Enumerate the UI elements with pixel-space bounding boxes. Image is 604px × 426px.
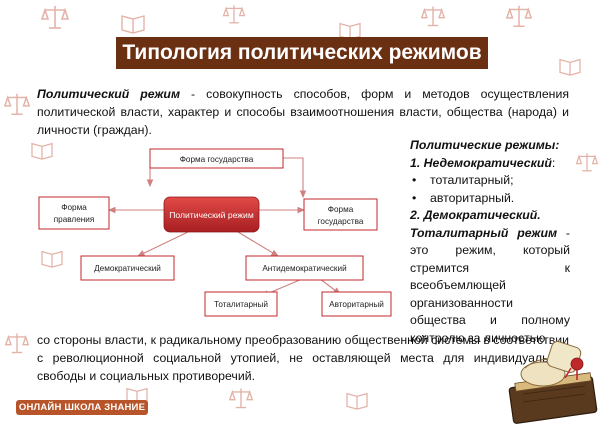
label-form-of-government-1: Форма — [61, 203, 87, 212]
list-item: тоталитарный; — [410, 172, 570, 190]
box-political-regime — [163, 196, 260, 233]
totalitarian-term: Тоталитарный режим — [410, 225, 558, 240]
box-form-of-state-top — [149, 148, 284, 169]
label-totalitarian: Тоталитарный — [214, 300, 268, 309]
regimes-item1-heading: 1. Недемократический — [410, 155, 552, 170]
footer-badge: ОНЛАЙН ШКОЛА ЗНАНИЕ — [16, 400, 148, 415]
label-democratic: Демократический — [94, 264, 161, 273]
regimes-item1: 1. Недемократический: — [410, 155, 570, 173]
regimes-item1-colon: : — [551, 155, 556, 170]
regimes-item2-heading: 2. Демократический. — [410, 208, 541, 222]
regimes-column: Политические режимы: 1. Недемократически… — [410, 137, 570, 347]
regimes-heading: Политические режимы: — [410, 138, 560, 152]
totalitarian-definition: Тоталитарный режим - это режим, который … — [410, 225, 570, 348]
label-authoritarian: Авторитарный — [329, 300, 384, 309]
list-item: авторитарный. — [410, 190, 570, 208]
label-form-of-state-right-2: государства — [318, 217, 364, 226]
regimes-item1-list: тоталитарный; авторитарный. — [410, 172, 570, 207]
definition-text: - совокупность способов, форм и методов … — [37, 87, 570, 137]
totalitarian-continuation: со стороны власти, к радикальному преобр… — [37, 333, 569, 383]
box-democratic — [80, 255, 175, 281]
label-antidemocratic: Антидемократический — [262, 264, 346, 273]
page-title: Типология политических режимов — [116, 37, 488, 69]
definition-term: Политический режим — [37, 87, 181, 101]
label-form-of-government-2: правления — [54, 215, 95, 224]
definition-paragraph: Политический режим - совокупность способ… — [37, 85, 569, 139]
box-totalitarian — [204, 291, 278, 317]
box-form-of-government — [38, 196, 110, 230]
label-political-regime: Политический режим — [169, 210, 254, 220]
totalitarian-text: - это режим, который стремится к всеобъе… — [410, 225, 570, 345]
label-form-of-state-top: Форма государства — [180, 155, 254, 164]
box-antidemocratic — [245, 255, 364, 281]
box-authoritarian — [321, 291, 392, 317]
box-form-of-state-right — [303, 198, 378, 231]
label-form-of-state-right-1: Форма — [328, 205, 354, 214]
